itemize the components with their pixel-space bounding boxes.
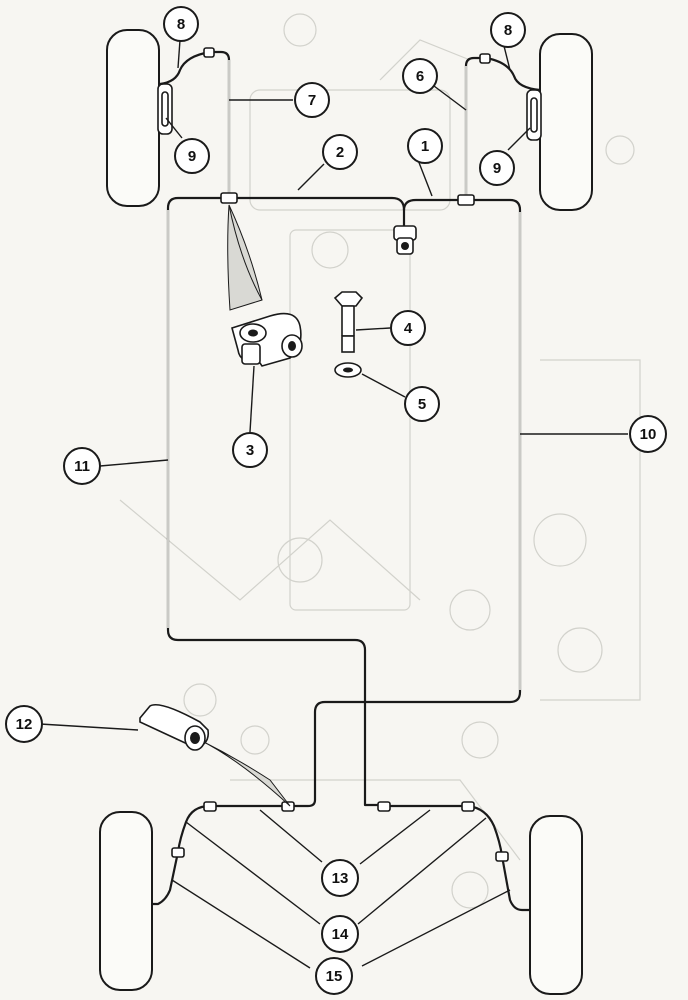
protective-sleeve <box>139 703 291 807</box>
callout-10-label: 10 <box>640 426 657 443</box>
callout-9-left-label: 9 <box>188 148 196 165</box>
callout-5: 5 <box>404 386 440 422</box>
callout-14: 14 <box>321 915 359 953</box>
callout-9-left: 9 <box>174 138 210 174</box>
pipe-11 <box>166 196 380 807</box>
callout-12: 12 <box>5 705 43 743</box>
rear-left-flex-hose <box>176 804 211 853</box>
rear-left-wheel-pipe <box>152 851 180 906</box>
callout-7-label: 7 <box>308 92 316 109</box>
callout-7: 7 <box>294 82 330 118</box>
pipe-2 <box>229 196 406 226</box>
callout-6-label: 6 <box>416 68 424 85</box>
leader-lines <box>39 39 628 969</box>
rear-right-wheel-pipe <box>500 855 530 912</box>
callout-8-right: 8 <box>490 12 526 48</box>
rear-right-flex-hose <box>467 804 504 857</box>
callout-11: 11 <box>63 447 101 485</box>
callout-15: 15 <box>315 957 353 995</box>
fittings <box>171 47 509 862</box>
callout-3: 3 <box>232 432 268 468</box>
callout-3-label: 3 <box>246 442 254 459</box>
callout-2-label: 2 <box>336 144 344 161</box>
front-left-tire <box>106 29 160 207</box>
callout-4-label: 4 <box>404 320 413 337</box>
background-chassis-ghost <box>119 13 641 909</box>
pipe-1 <box>402 198 466 211</box>
callout-14-label: 14 <box>332 926 349 943</box>
t-piece-exploded-view <box>227 204 303 367</box>
brake-pipes <box>166 50 522 808</box>
pipe-7 <box>210 50 231 196</box>
front-left-caliper <box>157 83 173 135</box>
callout-9-right-label: 9 <box>493 160 501 177</box>
front-right-flex-hose <box>485 56 541 92</box>
rear-right-tire <box>529 815 583 995</box>
pipe-6 <box>464 56 486 196</box>
callout-6: 6 <box>402 58 438 94</box>
front-right-caliper <box>526 89 542 141</box>
callout-1-label: 1 <box>421 138 429 155</box>
front-left-flex-hose <box>159 50 211 86</box>
callout-9-right: 9 <box>479 150 515 186</box>
front-right-tire <box>539 33 593 211</box>
callout-8-left-label: 8 <box>177 16 185 33</box>
washer <box>334 362 362 378</box>
callout-10: 10 <box>629 415 667 453</box>
callout-15-label: 15 <box>326 968 343 985</box>
callout-13-label: 13 <box>332 870 349 887</box>
pipe-10 <box>290 198 522 808</box>
callout-12-label: 12 <box>16 716 33 733</box>
rear-left-tire <box>99 811 153 991</box>
pipe-end-connector <box>393 225 417 255</box>
callout-8-right-label: 8 <box>504 22 512 39</box>
callout-5-label: 5 <box>418 396 426 413</box>
callout-13: 13 <box>321 859 359 897</box>
bolt <box>333 291 364 353</box>
callout-8-left: 8 <box>163 6 199 42</box>
callout-2: 2 <box>322 134 358 170</box>
callout-4: 4 <box>390 310 426 346</box>
callout-1: 1 <box>407 128 443 164</box>
callout-11-label: 11 <box>74 458 90 475</box>
